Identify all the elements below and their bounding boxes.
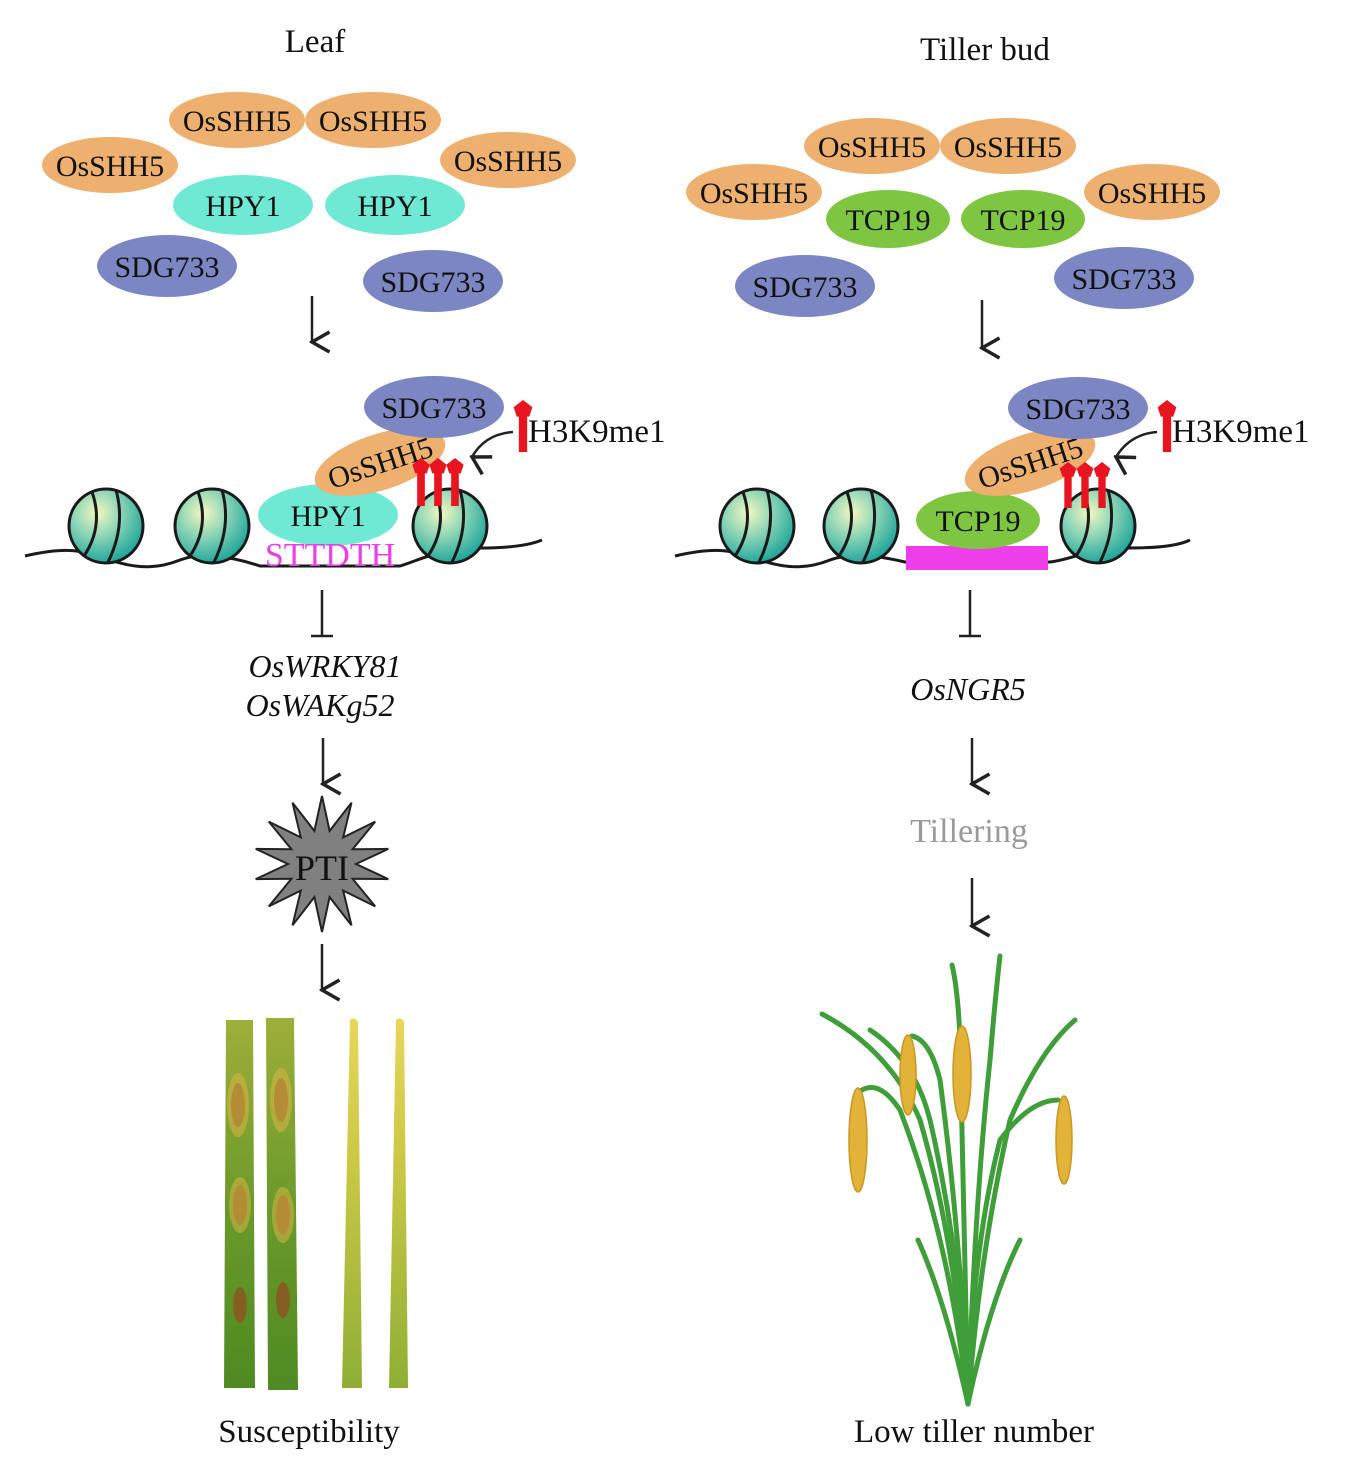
nucleosome <box>1059 487 1137 565</box>
rice-panicle <box>1055 1095 1073 1185</box>
rice-panicle <box>848 1087 868 1193</box>
osshh5-label: OsSHH5 <box>319 105 427 138</box>
curved-arrow <box>1116 430 1158 457</box>
promoter-motif-box <box>906 546 1048 570</box>
gene-label: OsNGR5 <box>910 671 1026 707</box>
sdg733-ellipse <box>363 250 503 312</box>
plant-leaf <box>915 1237 971 1407</box>
tcp19-label: TCP19 <box>935 505 1020 538</box>
plant-leaf <box>819 1011 971 1407</box>
burst-label: PTI <box>295 848 349 888</box>
process-label: Tillering <box>910 813 1028 850</box>
nucleosome <box>173 487 251 565</box>
motif-label: STTDTH <box>265 537 395 574</box>
sdg733-ellipse <box>1008 377 1148 439</box>
tcp19-label: TCP19 <box>845 204 930 237</box>
hpy1-label: HPY1 <box>205 190 280 223</box>
hpy1-ellipse <box>325 175 465 235</box>
sdg733-label: SDG733 <box>1071 263 1176 296</box>
osshh5-label: OsSHH5 <box>954 131 1062 164</box>
plant-stem <box>859 1085 971 1407</box>
sdg733-label: SDG733 <box>380 266 485 299</box>
osshh5-ellipse <box>314 428 446 496</box>
plant-leaf <box>965 1237 1023 1407</box>
hpy1-ellipse <box>173 175 313 235</box>
sdg733-label: SDG733 <box>114 251 219 284</box>
osshh5-label: OsSHH5 <box>700 177 808 210</box>
osshh5-label: OsSHH5 <box>1098 177 1206 210</box>
gene-label: OsWRKY81 <box>249 648 402 684</box>
nucleosome <box>822 487 900 565</box>
sdg733-ellipse <box>735 255 875 317</box>
left-complex: OsSHH5 OsSHH5 OsSHH5 OsSHH5 HPY1 HPY1 SD… <box>42 92 576 312</box>
pti-burst: PTI <box>255 795 389 933</box>
left-title: Leaf <box>285 24 345 60</box>
tcp19-ellipse <box>961 190 1085 248</box>
inhibition-symbol <box>311 590 333 638</box>
tcp19-ellipse <box>826 190 950 248</box>
right-complex: OsSHH5 OsSHH5 OsSHH5 OsSHH5 TCP19 TCP19 … <box>686 118 1220 317</box>
mark-label: H3K9me1 <box>1172 414 1309 450</box>
osshh5-label: OsSHH5 <box>56 150 164 183</box>
left-outcome: Susceptibility <box>218 1414 400 1450</box>
right-title: Tiller bud <box>920 32 1050 68</box>
right-outcome: Low tiller number <box>854 1414 1094 1450</box>
leaf-blade <box>342 1018 362 1388</box>
left-chromatin: HPY1 OsSHH5 SDG733 STTDTH H3K9me1 <box>24 376 665 574</box>
hpy1-label: HPY1 <box>357 190 432 223</box>
osshh5-ellipse <box>169 92 305 148</box>
rice-panicle <box>899 1034 917 1116</box>
sdg733-ellipse <box>97 235 237 297</box>
curved-arrow <box>472 430 514 457</box>
plant-leaf <box>965 1017 1078 1407</box>
hpy1-label: HPY1 <box>290 500 365 533</box>
osshh5-ellipse <box>804 118 940 174</box>
sdg733-label: SDG733 <box>1025 393 1130 426</box>
osshh5-ellipse <box>1084 164 1220 220</box>
plant-stem <box>909 1033 971 1407</box>
sdg733-label: SDG733 <box>381 392 486 425</box>
plant-stem <box>965 1097 1061 1407</box>
gene-label: OsWAKg52 <box>246 687 395 723</box>
osshh5-ellipse <box>42 137 178 193</box>
sdg733-label: SDG733 <box>752 271 857 304</box>
osshh5-ellipse <box>305 92 441 148</box>
osshh5-label: OsSHH5 <box>454 145 562 178</box>
sdg733-ellipse <box>364 376 504 438</box>
rice-panicle <box>952 1025 972 1123</box>
diseased-leaves-photo <box>224 1018 408 1390</box>
osshh5-ellipse <box>686 164 822 220</box>
leaf-blade <box>389 1018 408 1388</box>
osshh5-label: OsSHH5 <box>183 105 291 138</box>
rice-plant-icon <box>819 953 1078 1407</box>
lesion <box>276 1282 290 1318</box>
inhibition-symbol <box>959 590 981 638</box>
mark-label: H3K9me1 <box>528 414 665 450</box>
osshh5-ellipse <box>964 428 1096 496</box>
osshh5-label: OsSHH5 <box>818 131 926 164</box>
burst-star-icon <box>255 795 389 933</box>
tcp19-ellipse <box>916 491 1040 549</box>
osshh5-ellipse <box>440 132 576 188</box>
lesion <box>233 1287 247 1323</box>
nucleosome <box>718 487 796 565</box>
hpy1-ellipse <box>258 484 398 546</box>
nucleosome <box>67 487 145 565</box>
tcp19-label: TCP19 <box>980 204 1065 237</box>
osshh5-ellipse <box>940 118 1076 174</box>
right-chromatin: TCP19 OsSHH5 SDG733 H3K9me1 <box>674 377 1309 570</box>
sdg733-ellipse <box>1054 247 1194 309</box>
